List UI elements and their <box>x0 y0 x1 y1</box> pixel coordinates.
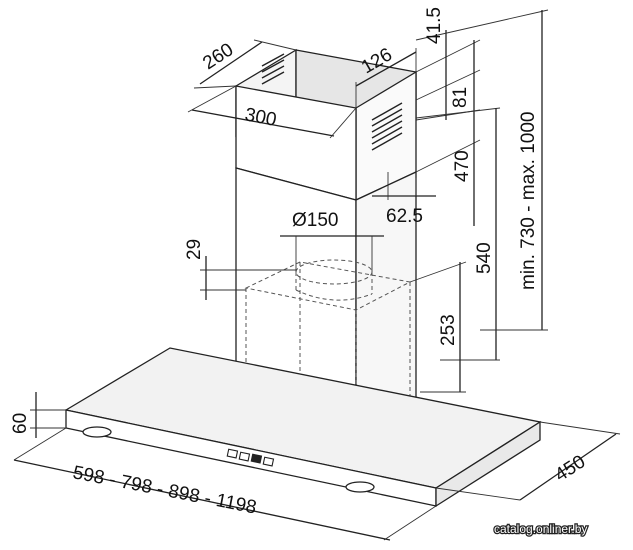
dimension-lines <box>13 9 621 541</box>
label-total-height: min. 730 - max. 1000 <box>518 112 539 290</box>
label-outlet-offset: 62.5 <box>386 206 423 227</box>
watermark-shadow: catalog.onliner.by <box>494 522 587 536</box>
label-motor-height: 253 <box>438 314 459 346</box>
label-motor-top: 29 <box>184 239 205 260</box>
watermark-text: catalog.onliner.by <box>494 522 587 536</box>
vent-slots-left <box>261 53 285 85</box>
watermark: catalog.onliner.by catalog.onliner.by <box>493 521 589 538</box>
label-canopy-thickness: 60 <box>10 413 31 434</box>
canopy <box>64 347 542 508</box>
label-upper-height: 470 <box>452 150 473 182</box>
control-panel <box>226 448 275 467</box>
canopy-side-edge <box>435 420 541 508</box>
label-canopy-width: 598 - 798 - 898 - 1198 <box>71 462 258 518</box>
label-height-540: 540 <box>474 242 495 274</box>
label-vent-height: 81 <box>450 87 471 108</box>
vent-slots-right <box>371 102 403 151</box>
lamp-right-icon <box>345 481 375 493</box>
label-top-offset: 41.5 <box>424 7 445 44</box>
lamp-left-icon <box>82 426 112 438</box>
label-chimney-depth: 260 <box>199 39 237 74</box>
label-outlet-diameter: Ø150 <box>292 210 338 231</box>
